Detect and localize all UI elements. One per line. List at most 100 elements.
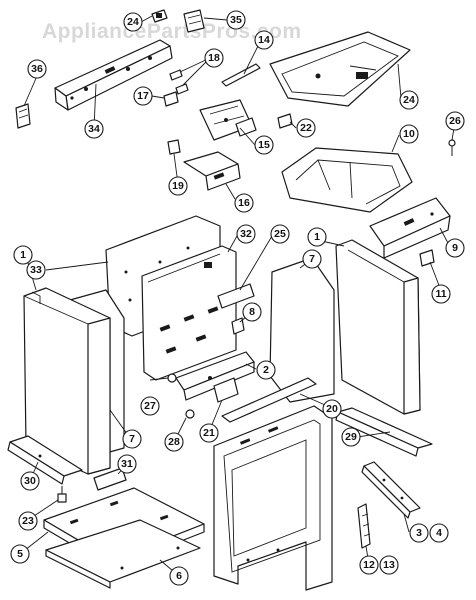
callout-3: 3 (409, 523, 429, 543)
svg-text:7: 7 (309, 253, 315, 265)
svg-text:22: 22 (300, 122, 312, 134)
part-30-front-bracket (7, 435, 83, 485)
part-26-screw (448, 139, 456, 156)
part-10-burner-box (281, 147, 413, 213)
callout-27: 27 (140, 396, 160, 416)
callout-4: 4 (429, 523, 449, 543)
svg-text:24: 24 (403, 94, 415, 106)
callout-35: 35 (226, 10, 246, 30)
svg-text:7: 7 (129, 433, 135, 445)
callout-31: 31 (117, 454, 137, 474)
callout-24-top: 24 (123, 12, 143, 32)
svg-text:4: 4 (436, 527, 442, 539)
callout-21: 21 (199, 423, 219, 443)
part-16-bracket (183, 151, 241, 191)
callout-5: 5 (10, 544, 30, 564)
part-14-rod (221, 63, 261, 87)
part-34-control-panel-bracket (54, 39, 173, 111)
svg-text:13: 13 (383, 559, 395, 571)
callout-14: 14 (254, 30, 274, 50)
callout-26: 26 (445, 111, 465, 131)
part-3-4-bracket (361, 461, 421, 519)
callout-25: 25 (270, 224, 290, 244)
svg-text:27: 27 (144, 400, 156, 412)
part-12-13-hinge (357, 503, 371, 549)
callout-13: 13 (379, 555, 399, 575)
callout-7-left: 7 (122, 429, 142, 449)
svg-text:31: 31 (121, 458, 133, 470)
callout-33: 33 (26, 260, 46, 280)
part-1-left-side-panel (23, 287, 111, 475)
callout-20: 20 (322, 399, 342, 419)
svg-text:32: 32 (240, 228, 252, 240)
svg-text:25: 25 (274, 228, 286, 240)
callout-6: 6 (169, 566, 189, 586)
part-36-clip (15, 103, 31, 129)
part-22-block (277, 113, 293, 129)
svg-text:6: 6 (176, 570, 182, 582)
svg-text:21: 21 (203, 427, 215, 439)
part-23-leveling-leg (57, 486, 67, 503)
part-21-bracket (213, 377, 239, 403)
svg-text:23: 23 (22, 515, 34, 527)
part-25-bracket (217, 283, 255, 309)
svg-text:29: 29 (345, 431, 357, 443)
part-15-valve-assembly (199, 99, 257, 141)
svg-text:8: 8 (249, 306, 255, 318)
callout-2: 2 (256, 360, 276, 380)
part-19-clip (167, 139, 181, 155)
svg-text:10: 10 (403, 128, 415, 140)
svg-text:36: 36 (31, 63, 43, 75)
svg-text:1: 1 (314, 231, 320, 243)
callout-18: 18 (204, 48, 224, 68)
part-27-nut (167, 373, 177, 383)
svg-text:20: 20 (326, 403, 338, 415)
svg-text:35: 35 (230, 14, 242, 26)
part-6-bottom-tray (45, 519, 201, 589)
svg-text:9: 9 (452, 242, 458, 254)
part-24-cooktop (269, 31, 411, 107)
svg-text:11: 11 (435, 288, 446, 300)
part-11-clip (419, 249, 435, 267)
svg-text:24: 24 (127, 16, 139, 28)
part-18-clips (169, 69, 189, 95)
part-17-bracket (163, 91, 179, 107)
callout-19: 19 (168, 176, 188, 196)
svg-text:16: 16 (238, 197, 250, 209)
svg-text:14: 14 (258, 34, 270, 46)
callout-11: 11 (431, 284, 451, 304)
callout-32: 32 (236, 224, 256, 244)
callout-9: 9 (445, 238, 465, 258)
svg-text:1: 1 (20, 249, 26, 261)
callout-30: 30 (20, 471, 40, 491)
callout-36: 36 (27, 59, 47, 79)
part-20-strip (221, 377, 317, 423)
callout-16: 16 (234, 193, 254, 213)
callout-15: 15 (254, 135, 274, 155)
part-24-clip (151, 9, 168, 23)
callout-24-cooktop: 24 (399, 90, 419, 110)
part-9-rear-bracket (369, 197, 451, 259)
svg-text:33: 33 (30, 264, 42, 276)
part-32-inner-rear-panel (141, 245, 237, 381)
part-28-nut (185, 409, 195, 419)
part-2-bottom-bracket (175, 351, 255, 401)
svg-text:15: 15 (258, 139, 270, 151)
callout-8: 8 (242, 302, 262, 322)
callout-12: 12 (359, 555, 379, 575)
svg-text:18: 18 (208, 52, 220, 64)
callout-7-right: 7 (302, 249, 322, 269)
svg-text:12: 12 (363, 559, 375, 571)
svg-text:2: 2 (263, 364, 269, 376)
callout-22: 22 (296, 118, 316, 138)
part-8-block (231, 317, 245, 335)
svg-text:28: 28 (168, 436, 180, 448)
front-frame (213, 405, 333, 591)
svg-text:3: 3 (416, 527, 422, 539)
svg-text:19: 19 (172, 180, 184, 192)
callout-1-left: 1 (13, 245, 33, 265)
callout-29: 29 (341, 427, 361, 447)
part-35-bracket (183, 9, 205, 33)
svg-text:17: 17 (137, 90, 149, 102)
